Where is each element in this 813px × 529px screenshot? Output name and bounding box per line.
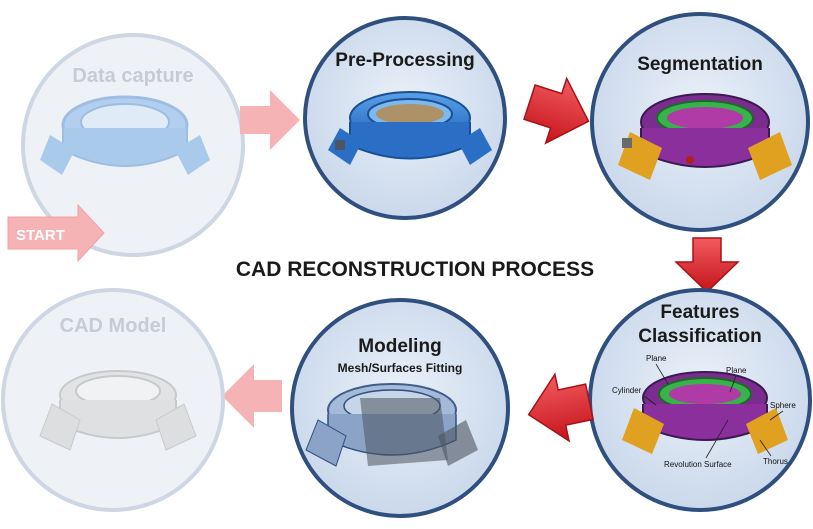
arrow-modeling-to-cad: [222, 364, 282, 428]
step-pre-processing: Pre-Processing: [303, 16, 507, 220]
feature-label-revolution-surface: Revolution Surface: [664, 460, 732, 469]
modeling-subtitle: Mesh/Surfaces Fitting: [338, 361, 463, 375]
step-cad-model: CAD Model: [1, 288, 225, 512]
pre-processing-title: Pre-Processing: [335, 50, 474, 71]
arrow-capture-to-preprocessing: [240, 90, 300, 150]
features-title-line1: Features: [660, 302, 739, 323]
modeling-title: Modeling: [358, 336, 441, 357]
feature-label-plane-right: Plane: [726, 366, 747, 375]
feature-label-cylinder: Cylinder: [612, 386, 642, 395]
feature-label-thorus: Thorus: [763, 457, 788, 466]
segmentation-title: Segmentation: [637, 54, 763, 75]
start-label: START: [16, 227, 65, 244]
feature-labels: Plane Plane Cylinder Sphere Revolution S…: [612, 354, 796, 469]
cad-model-title: CAD Model: [60, 315, 167, 337]
cad-model-watch-icon: [39, 370, 197, 451]
diagram-title: CAD RECONSTRUCTION PROCESS: [236, 258, 594, 281]
step-features-classification: Plane Plane Cylinder Sphere Revolution S…: [588, 288, 812, 512]
step-data-capture: Data capture: [21, 33, 245, 257]
step-segmentation: Segmentation: [590, 12, 810, 232]
start-arrow: START: [7, 203, 105, 263]
arrow-segmentation-to-features: [674, 237, 740, 294]
features-watch-icon: [622, 371, 788, 454]
step-modeling: Modeling Mesh/Surfaces Fitting: [290, 298, 510, 518]
pre-processing-watch-icon: [328, 91, 492, 165]
data-capture-title: Data capture: [72, 65, 193, 87]
modeling-watch-icon: [305, 383, 478, 467]
segmentation-watch-icon: [618, 93, 792, 180]
arrow-preprocessing-to-segmentation: [523, 76, 590, 145]
data-capture-circle: [21, 33, 245, 257]
arrow-features-to-modeling: [527, 372, 594, 443]
data-capture-watch-icon: [40, 95, 210, 175]
features-title-line2: Classification: [638, 326, 762, 347]
feature-label-sphere: Sphere: [770, 401, 796, 410]
feature-leader-lines: [643, 363, 784, 459]
feature-label-plane-left: Plane: [646, 354, 667, 363]
